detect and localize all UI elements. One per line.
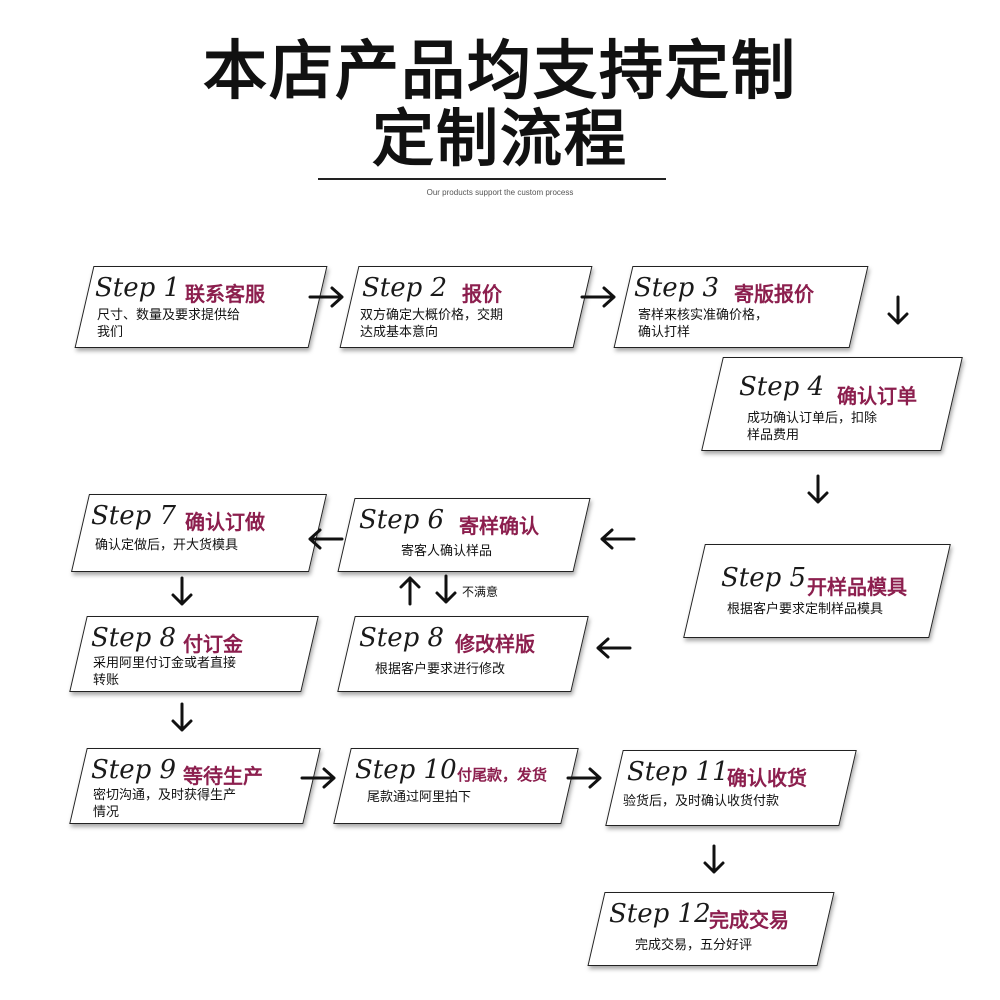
step-1-card: Step 1 联系客服 尺寸、数量及要求提供给 我们 — [74, 266, 328, 348]
title-divider — [318, 178, 666, 180]
step-12-number: Step 12 — [609, 899, 711, 929]
step-8-revise-number: Step 8 — [359, 623, 445, 653]
step-6-card: Step 6 寄样确认 寄客人确认样品 — [337, 498, 591, 572]
arrow-left-icon — [598, 527, 636, 551]
step-11-card: Step 11 确认收货 验货后，及时确认收货付款 — [605, 750, 857, 826]
arrow-right-icon — [308, 285, 346, 309]
step-6-desc: 寄客人确认样品 — [401, 544, 493, 559]
arrow-up-icon — [398, 574, 422, 606]
step-2-number: Step 2 — [362, 273, 448, 303]
step-10-card: Step 10 付尾款，发货 尾款通过阿里拍下 — [333, 748, 579, 824]
step-8-revise-label: 修改样版 — [455, 632, 535, 656]
arrow-left-icon — [594, 636, 632, 660]
arrow-right-icon — [300, 766, 338, 790]
step-3-desc: 寄样来核实准确价格， 确认打样 — [638, 308, 769, 340]
step-10-number: Step 10 — [355, 755, 457, 785]
step-2-card: Step 2 报价 双方确定大概价格，交期 达成基本意向 — [339, 266, 593, 348]
step-5-label: 开样品模具 — [807, 575, 907, 599]
step-7-desc: 确认定做后，开大货模具 — [95, 538, 239, 553]
step-10-desc: 尾款通过阿里拍下 — [367, 790, 472, 805]
step-11-number: Step 11 — [627, 757, 729, 787]
step-5-card: Step 5 开样品模具 根据客户要求定制样品模具 — [683, 544, 951, 638]
step-8-deposit-card: Step 8 付订金 采用阿里付订金或者直接 转账 — [69, 616, 319, 692]
step-3-card: Step 3 寄版报价 寄样来核实准确价格， 确认打样 — [613, 266, 869, 348]
step-4-card: Step 4 确认订单 成功确认订单后，扣除 样品费用 — [701, 357, 963, 451]
step-1-desc: 尺寸、数量及要求提供给 我们 — [97, 308, 241, 340]
step-6-number: Step 6 — [359, 505, 445, 535]
step-11-desc: 验货后，及时确认收货付款 — [623, 794, 780, 809]
arrow-down-icon — [170, 576, 194, 608]
step-9-desc: 密切沟通，及时获得生产 情况 — [93, 788, 237, 820]
step-8-revise-card: Step 8 修改样版 根据客户要求进行修改 — [337, 616, 589, 692]
page-subtitle: Our products support the custom process — [426, 188, 574, 197]
arrow-down-icon — [434, 574, 458, 606]
step-10-label: 付尾款，发货 — [457, 766, 548, 784]
step-9-label: 等待生产 — [183, 764, 263, 788]
step-12-desc: 完成交易，五分好评 — [635, 938, 753, 953]
step-2-label: 报价 — [462, 282, 502, 306]
step-8-deposit-number: Step 8 — [91, 623, 177, 653]
step-5-desc: 根据客户要求定制样品模具 — [727, 602, 884, 617]
step-7-number: Step 7 — [91, 501, 177, 531]
step-12-card: Step 12 完成交易 完成交易，五分好评 — [587, 892, 835, 966]
step-3-number: Step 3 — [634, 273, 720, 303]
step-4-number: Step 4 — [739, 372, 825, 402]
arrow-right-icon — [566, 766, 604, 790]
unsatisfied-note: 不满意 — [462, 585, 499, 599]
step-9-card: Step 9 等待生产 密切沟通，及时获得生产 情况 — [69, 748, 321, 824]
step-9-number: Step 9 — [91, 755, 177, 785]
arrow-down-icon — [170, 702, 194, 734]
step-7-label: 确认订做 — [185, 510, 265, 534]
page-title-line2: 定制流程 — [371, 102, 628, 175]
arrow-left-icon — [306, 527, 344, 551]
step-7-card: Step 7 确认订做 确认定做后，开大货模具 — [70, 494, 328, 572]
step-5-number: Step 5 — [721, 563, 807, 593]
arrow-down-icon — [886, 295, 910, 327]
arrow-right-icon — [580, 285, 618, 309]
step-4-label: 确认订单 — [837, 384, 917, 408]
step-3-label: 寄版报价 — [734, 282, 814, 306]
arrow-down-icon — [702, 844, 726, 876]
step-8-deposit-desc: 采用阿里付订金或者直接 转账 — [93, 656, 237, 688]
step-1-label: 联系客服 — [185, 282, 265, 306]
step-12-label: 完成交易 — [709, 908, 789, 932]
step-6-label: 寄样确认 — [459, 514, 539, 538]
step-8-revise-desc: 根据客户要求进行修改 — [375, 662, 506, 677]
step-11-label: 确认收货 — [727, 766, 807, 790]
step-1-number: Step 1 — [95, 273, 181, 303]
step-4-desc: 成功确认订单后，扣除 样品费用 — [747, 411, 878, 443]
step-8-deposit-label: 付订金 — [183, 632, 243, 656]
page-title-line1: 本店产品均支持定制 — [203, 35, 797, 109]
step-2-desc: 双方确定大概价格，交期 达成基本意向 — [360, 308, 504, 340]
arrow-down-icon — [806, 474, 830, 506]
